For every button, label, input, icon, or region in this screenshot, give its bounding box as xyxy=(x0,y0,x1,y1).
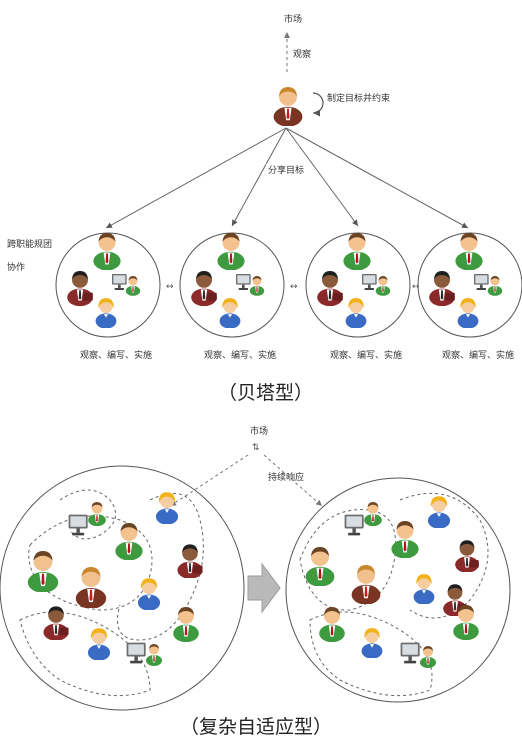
side-note-line1: 跨职能规团 xyxy=(7,238,52,250)
market-label-bottom: 市场 xyxy=(250,425,268,437)
goal-arrow-team4 xyxy=(285,127,469,229)
team-2 xyxy=(179,232,285,338)
observe-label: 观察 xyxy=(293,48,311,60)
bottom-caption: （复杂自适应型） xyxy=(180,716,332,738)
team-link-icon: ↔ xyxy=(166,282,174,292)
team-link-icon: ↔ xyxy=(290,282,298,292)
top-caption: （贝塔型） xyxy=(218,382,313,404)
goal-arrow-team1 xyxy=(105,127,287,229)
team-link-icon: ↔ xyxy=(412,282,420,292)
transition-arrow-icon xyxy=(247,562,281,614)
response-label: 持续响应 xyxy=(268,471,304,483)
cycle-arrow-icon xyxy=(312,92,324,117)
response-arrow-right xyxy=(263,454,323,507)
team-3 xyxy=(305,232,411,338)
team-4 xyxy=(417,232,522,338)
team-caption-4: 观察、编写、实施 xyxy=(442,349,514,361)
team-caption-2: 观察、编写、实施 xyxy=(204,349,276,361)
leader-avatar xyxy=(273,87,303,126)
team-1 xyxy=(55,232,161,338)
team-caption-1: 观察、编写、实施 xyxy=(80,349,152,361)
adaptive-network-right xyxy=(285,477,511,703)
goal-arrow-team3 xyxy=(285,127,359,227)
goal-arrow-team2 xyxy=(231,127,287,227)
market-label: 市场 xyxy=(284,13,302,25)
leader-note: 制定目标并约束 xyxy=(327,92,390,104)
adaptive-network-left xyxy=(0,465,245,711)
team-caption-3: 观察、编写、实施 xyxy=(330,349,402,361)
side-note-line2: 协作 xyxy=(7,261,25,273)
response-arrow-left xyxy=(169,454,249,507)
market-exchange-icon: ⇅ xyxy=(252,443,260,453)
share-goal-label: 分享目标 xyxy=(268,164,304,176)
